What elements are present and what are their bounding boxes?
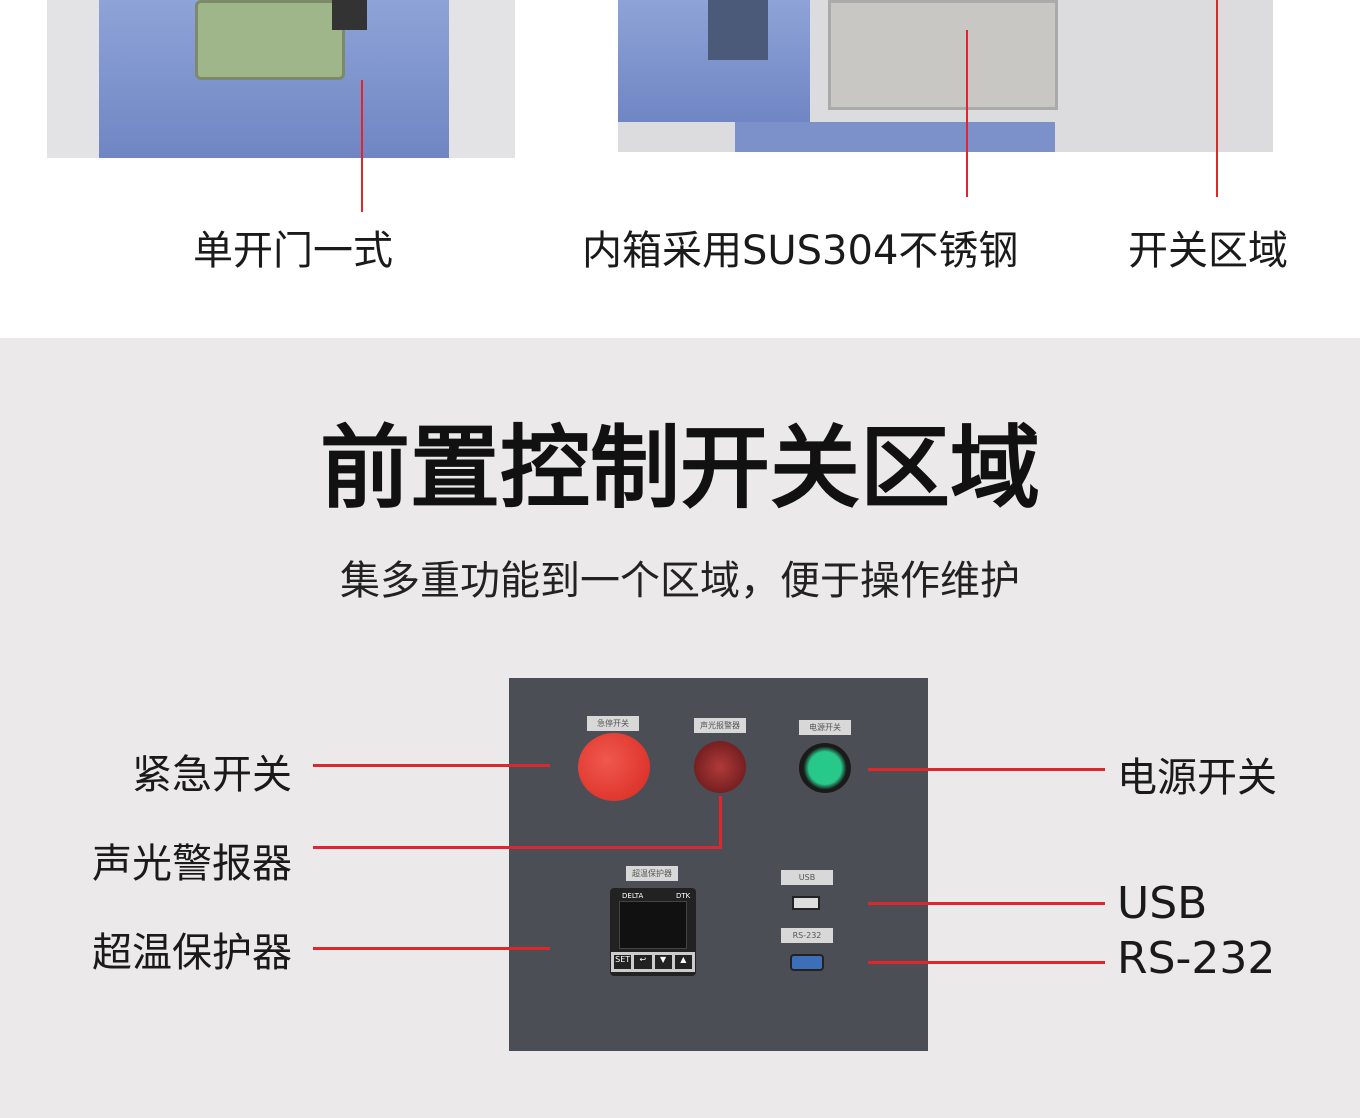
label-alarm: 声光警报器 xyxy=(92,841,292,887)
label-inner-box: 内箱采用SUS304不锈钢 xyxy=(582,228,1019,274)
down-button: ▼ xyxy=(654,955,672,969)
chamber-photo xyxy=(618,0,1273,152)
label-power-switch: 电源开关 xyxy=(1117,755,1277,801)
rs232-port xyxy=(790,954,824,971)
panel-tag: 声光报警器 xyxy=(694,718,746,733)
pointer-line xyxy=(868,902,1105,905)
pointer-line xyxy=(868,768,1105,771)
pointer-line xyxy=(313,947,550,950)
panel-tag: 超温保护器 xyxy=(626,866,678,881)
panel-tag: 急停开关 xyxy=(587,716,639,731)
up-button: ▲ xyxy=(674,955,692,969)
pointer-line xyxy=(1216,0,1218,197)
panel-tag: USB xyxy=(781,870,833,885)
label-emergency-switch: 紧急开关 xyxy=(132,752,292,798)
usb-port xyxy=(792,896,820,910)
label-usb: USB xyxy=(1117,878,1208,929)
label-single-door: 单开门一式 xyxy=(193,228,393,274)
section-title: 前置控制开关区域 xyxy=(320,416,1040,521)
label-rs232: RS-232 xyxy=(1117,933,1276,984)
pointer-line xyxy=(313,764,550,767)
pointer-line xyxy=(719,796,722,849)
controller-brand: DELTA xyxy=(622,892,644,900)
set-button: SET xyxy=(614,955,632,969)
controller-model: DTK xyxy=(676,892,691,900)
buzzer-icon xyxy=(694,741,746,793)
label-overtemp: 超温保护器 xyxy=(92,930,292,976)
pointer-line xyxy=(966,30,968,197)
section-subtitle: 集多重功能到一个区域，便于操作维护 xyxy=(340,558,1020,604)
label-switch-area: 开关区域 xyxy=(1128,228,1288,274)
emergency-stop-button xyxy=(578,733,650,801)
pointer-line xyxy=(313,846,722,849)
return-button: ↩ xyxy=(634,955,652,969)
panel-tag: RS-232 xyxy=(781,928,833,943)
power-switch xyxy=(799,743,851,793)
panel-tag: 电源开关 xyxy=(799,720,851,735)
single-door-photo xyxy=(47,0,515,158)
pointer-line xyxy=(868,961,1105,964)
temperature-controller: DELTA DTK SET ↩ ▼ ▲ xyxy=(610,888,696,976)
control-panel-photo: 急停开关 声光报警器 电源开关 超温保护器 DELTA DTK SET ↩ ▼ … xyxy=(509,678,928,1051)
pointer-line xyxy=(361,80,363,212)
